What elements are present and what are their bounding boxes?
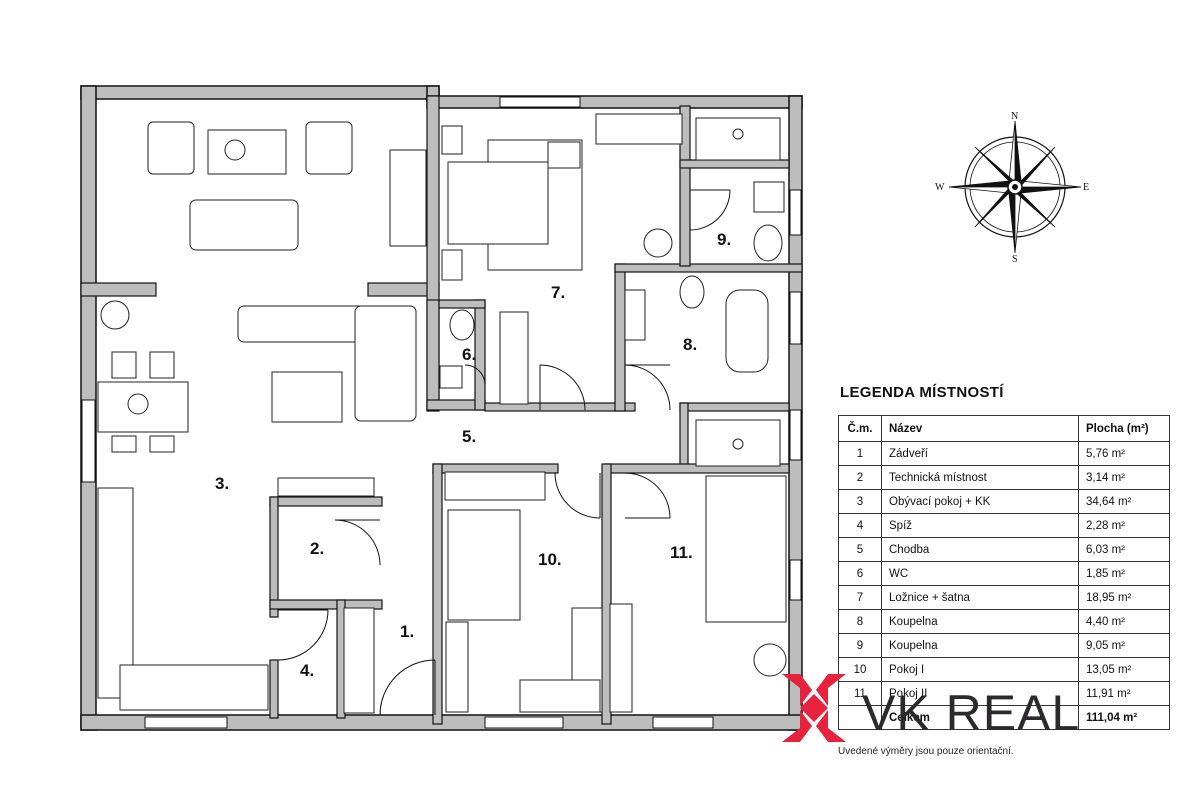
total-label: Celkem [881, 705, 1079, 730]
row-area: 6,03 m² [1078, 537, 1170, 562]
room-label-3: 3. [215, 474, 229, 493]
row-name: Koupelna [881, 609, 1079, 634]
compass-e: E [1083, 182, 1089, 193]
room-label-7: 7. [551, 283, 565, 302]
compass-w: W [935, 182, 945, 193]
row-num: 1 [838, 441, 882, 466]
compass-s: S [1012, 254, 1018, 265]
compass-n: N [1011, 111, 1018, 122]
room-label-6: 6. [462, 345, 476, 364]
row-num: 4 [838, 513, 882, 538]
room-label-9: 9. [717, 230, 731, 249]
windows [81, 96, 802, 729]
bedrooms-furniture [447, 475, 787, 713]
total-num-empty [838, 705, 882, 730]
total-area: 111,04 m² [1078, 705, 1170, 730]
room-label-4: 4. [300, 661, 314, 680]
bathroom-fixtures [439, 117, 785, 467]
living-room-furniture [100, 121, 427, 423]
room-label-11: 11. [670, 543, 693, 562]
row-name: Spíž [881, 513, 1079, 538]
row-name: Ložnice + šatna [881, 585, 1079, 610]
header-name: Název [881, 415, 1079, 442]
row-area: 3,14 m² [1078, 465, 1170, 490]
bedroom-furniture [441, 113, 683, 281]
row-num: 8 [838, 609, 882, 634]
row-name: Obývací pokoj + KK [881, 489, 1079, 514]
room-label-1: 1. [400, 622, 414, 641]
dining-kitchen [97, 351, 375, 711]
room-labels: 1. 2. 3. 4. 5. 6. 7. 8. 9. 10. 11. [215, 230, 731, 680]
wardrobes [343, 311, 546, 714]
doors [277, 189, 731, 716]
row-area: 9,05 m² [1078, 633, 1170, 658]
row-area: 13,05 m² [1078, 657, 1170, 682]
row-name: Technická místnost [881, 465, 1079, 490]
room-legend: LEGENDA MÍSTNOSTÍ Č.m. Název Plocha (m²)… [838, 384, 1170, 730]
room-label-5: 5. [462, 427, 476, 446]
interior-walls [80, 95, 803, 725]
row-area: 34,64 m² [1078, 489, 1170, 514]
row-num: 6 [838, 561, 882, 586]
header-area: Plocha (m²) [1078, 415, 1170, 442]
vk-real-logo-mark [782, 674, 846, 742]
room-label-2: 2. [310, 539, 324, 558]
row-name: Chodba [881, 537, 1079, 562]
row-name: Zádveří [881, 441, 1079, 466]
row-num: 3 [838, 489, 882, 514]
row-num: 5 [838, 537, 882, 562]
row-num: 2 [838, 465, 882, 490]
legend-title: LEGENDA MÍSTNOSTÍ [840, 384, 1004, 401]
vk-real-logo: VK REAL [782, 674, 1080, 742]
row-area: 4,40 m² [1078, 609, 1170, 634]
row-area: 2,28 m² [1078, 513, 1170, 538]
row-area: 18,95 m² [1078, 585, 1170, 610]
row-name: Koupelna [881, 633, 1079, 658]
compass-rose-icon: N S E W [935, 111, 1089, 265]
row-num: 9 [838, 633, 882, 658]
row-num: 11 [838, 681, 882, 706]
row-name: WC [881, 561, 1079, 586]
disclaimer-note: Uvedené výměry jsou pouze orientační. [838, 746, 1014, 757]
row-num: 7 [838, 585, 882, 610]
room-label-10: 10. [538, 550, 562, 569]
header-num: Č.m. [838, 415, 882, 442]
floor-plan: 1. 2. 3. 4. 5. 6. 7. 8. 9. 10. 11. [80, 85, 803, 731]
legend-header-row: Č.m. Název Plocha (m²) [838, 415, 1170, 442]
room-label-8: 8. [683, 335, 697, 354]
row-area: 1,85 m² [1078, 561, 1170, 586]
row-area: 5,76 m² [1078, 441, 1170, 466]
logo-text: VK REAL [862, 685, 1080, 741]
